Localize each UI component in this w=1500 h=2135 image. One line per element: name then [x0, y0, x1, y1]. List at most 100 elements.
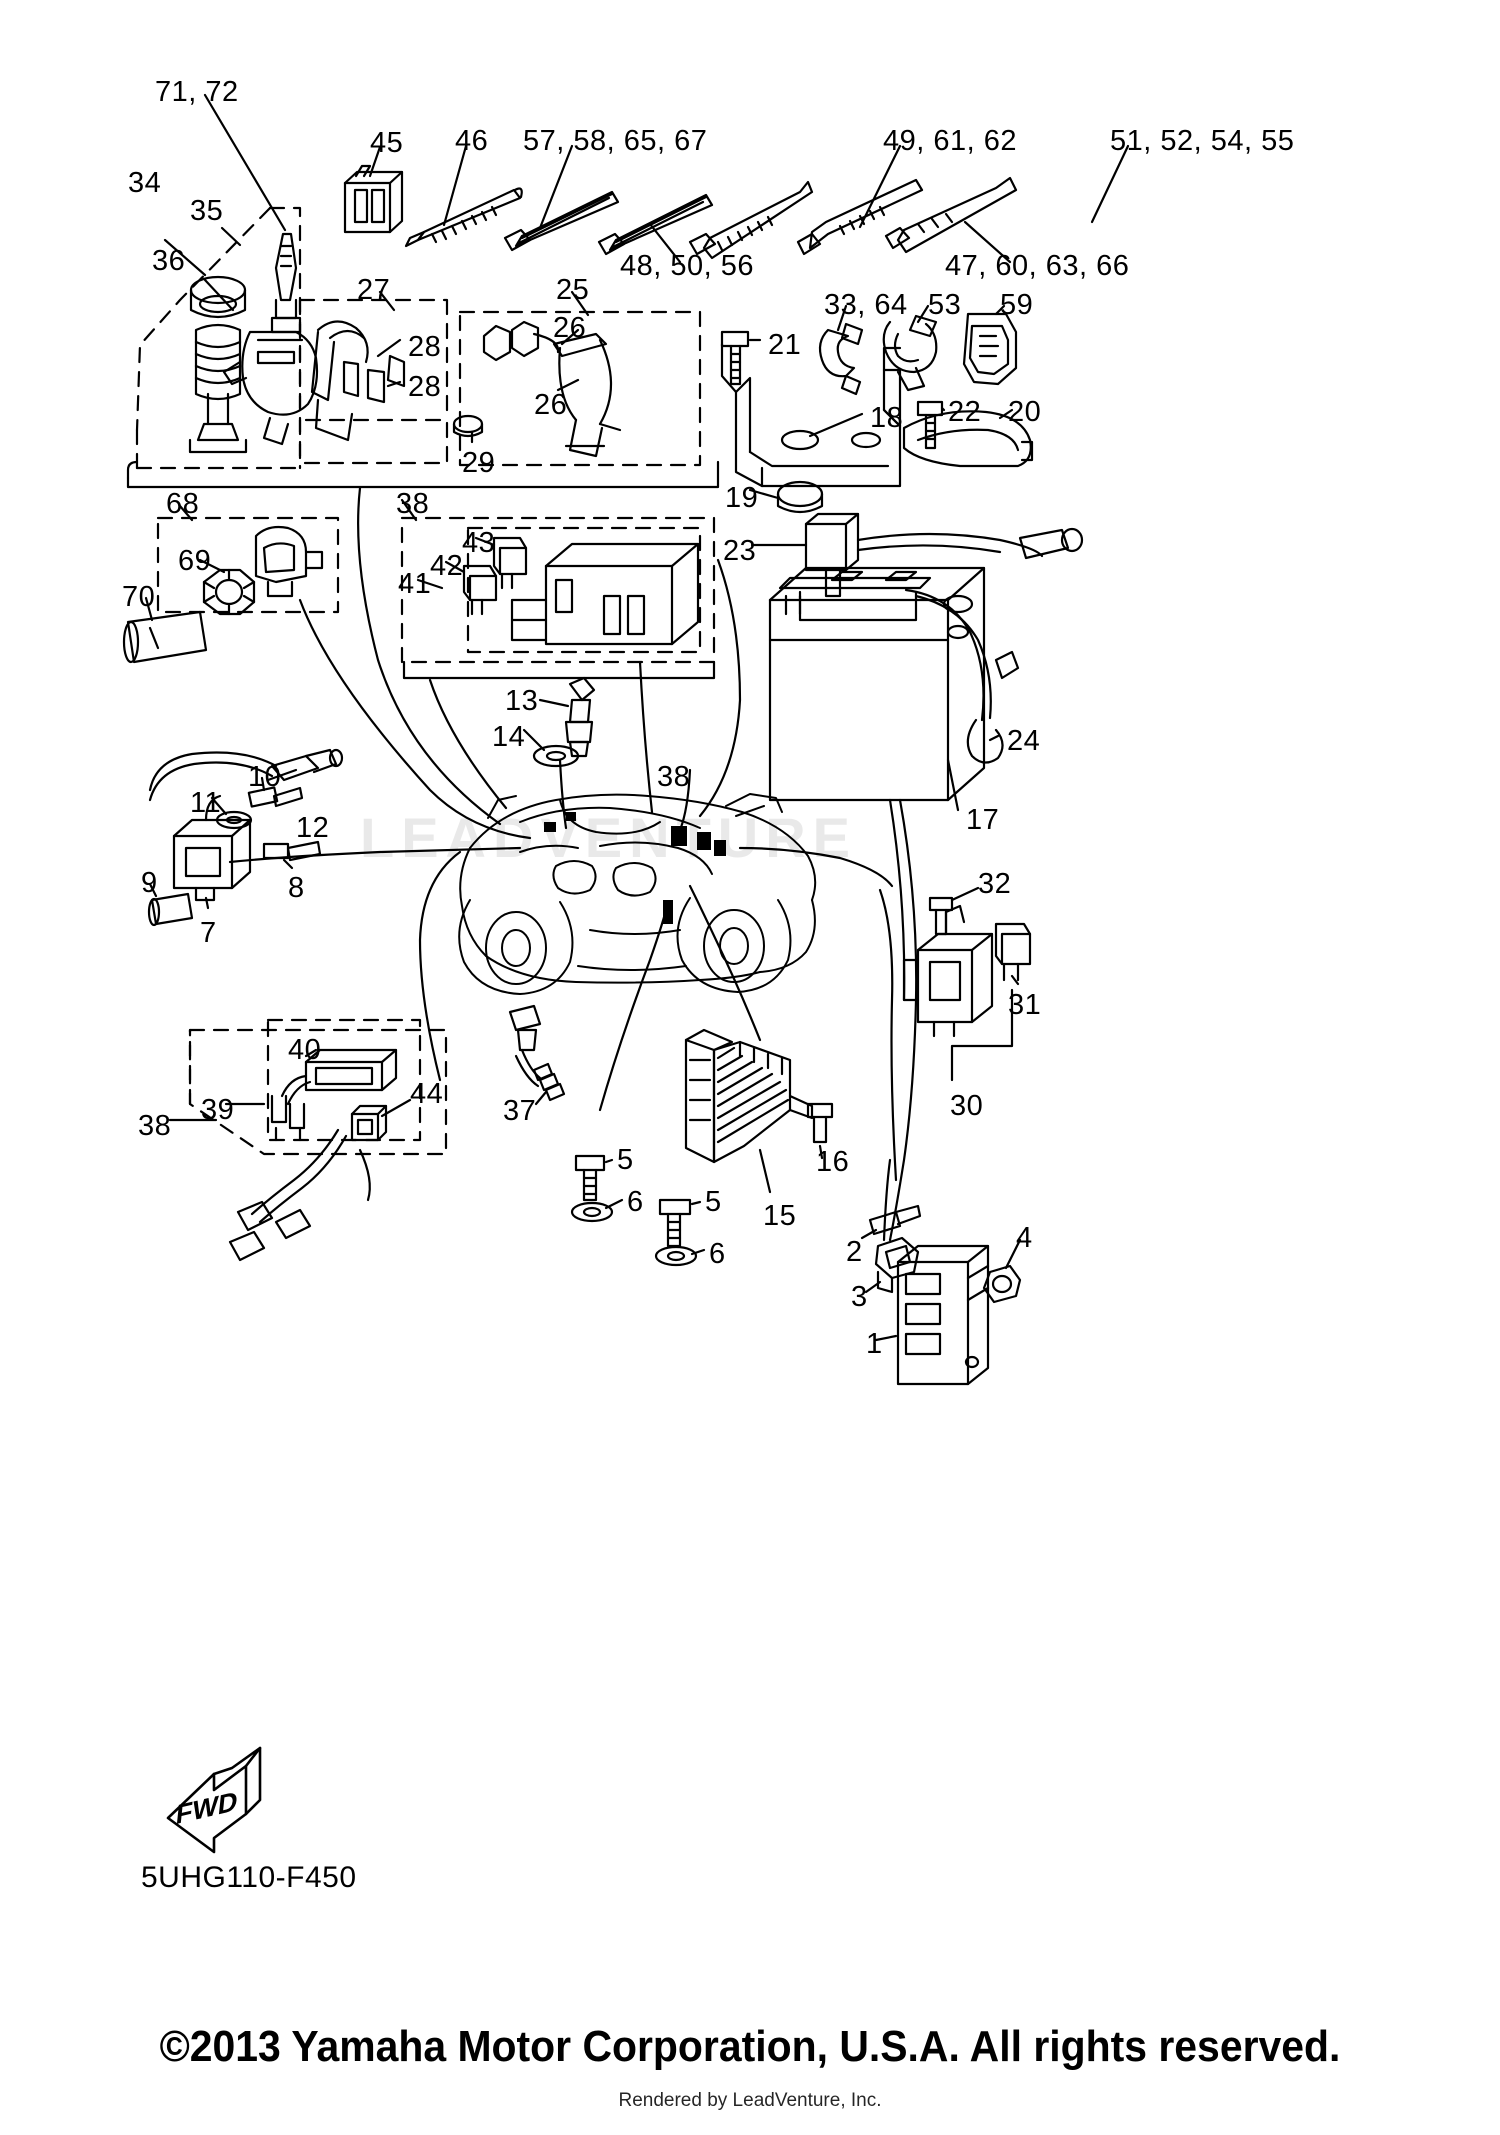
group-39-box-outer: [188, 1028, 448, 1156]
callout-51-52-54-55: 51, 52, 54, 55: [1110, 125, 1295, 157]
fwd-arrow: [166, 1746, 262, 1854]
callout-47-60-63-66: 47, 60, 63, 66: [945, 250, 1130, 282]
leader-45: [368, 145, 382, 178]
group-27-box: [298, 298, 449, 465]
part-43-fuse: [492, 536, 528, 590]
leader-to-vehicle-68: [298, 598, 532, 840]
leader-37-to-vehicle: [598, 900, 670, 1112]
part-3-bracket: [874, 1236, 920, 1294]
leader-57: [538, 144, 574, 230]
part-12-cable: [148, 748, 344, 802]
callout-1: 1: [866, 1328, 883, 1360]
leader-48: [648, 222, 682, 264]
part-13-sensor: [564, 676, 596, 758]
leader-44: [380, 1098, 412, 1118]
leader-32-to-vehicle: [738, 846, 894, 888]
callout-30: 30: [950, 1090, 984, 1122]
leader-69: [198, 558, 226, 574]
leader-33-64: [836, 304, 848, 332]
callout-26-b: 26: [534, 389, 568, 421]
callout-57-58-65-67: 57, 58, 65, 67: [523, 125, 708, 157]
part-59-band: [962, 312, 1018, 386]
leader-3: [864, 1280, 882, 1294]
callout-42: 42: [430, 550, 464, 582]
callout-48-50-56: 48, 50, 56: [620, 250, 754, 282]
part-37-pickup: [508, 1004, 566, 1102]
leader-6b: [690, 1248, 706, 1256]
callout-5-b: 5: [705, 1186, 722, 1218]
callout-28-a: 28: [408, 331, 442, 363]
callout-71-72: 71, 72: [155, 76, 239, 108]
part-38-fusebox: [510, 542, 700, 646]
part-5-bolt-a: [574, 1154, 606, 1202]
callout-23: 23: [723, 535, 757, 567]
part-7-solenoid: [172, 794, 252, 902]
leader-to-vehicle-38: [428, 678, 508, 810]
callout-36: 36: [152, 245, 186, 277]
callout-32: 32: [978, 868, 1012, 900]
leader-to-vehicle-34: [357, 486, 502, 826]
leader-42: [444, 560, 466, 574]
callout-34: 34: [128, 167, 162, 199]
part-18-bracket: [720, 342, 902, 488]
part-31-fuse: [994, 922, 1032, 982]
leader-15-to-vehicle: [688, 884, 762, 1042]
part-19-damper: [776, 480, 824, 514]
leader-to-vehicle-13: [558, 758, 568, 830]
callout-25: 25: [556, 274, 590, 306]
callout-6-a: 6: [627, 1186, 644, 1218]
part-23-lead: [804, 512, 1084, 598]
part-40-rectifier: [270, 1048, 398, 1142]
leader-5b: [690, 1200, 702, 1206]
callout-21: 21: [768, 329, 802, 361]
callout-12: 12: [296, 812, 330, 844]
leader-71-72: [203, 93, 287, 232]
leader-51: [1090, 144, 1130, 224]
leader-4: [1004, 1238, 1022, 1270]
callout-33-64: 33, 64: [824, 289, 908, 321]
callout-15: 15: [763, 1200, 797, 1232]
part-42-fuse: [462, 564, 498, 616]
wire-right: [888, 798, 918, 1242]
part-tie-51: [884, 176, 1018, 254]
callout-68: 68: [166, 488, 200, 520]
group-68-box: [156, 516, 340, 614]
callout-29: 29: [462, 447, 496, 479]
callout-38-a: 38: [396, 488, 430, 520]
callout-14: 14: [492, 721, 526, 753]
callout-35: 35: [190, 195, 224, 227]
render-credit: Rendered by LeadVenture, Inc.: [618, 2090, 882, 2111]
leader-12: [266, 768, 298, 782]
leader-5a: [604, 1158, 614, 1164]
callout-24: 24: [1007, 725, 1041, 757]
leader-11: [210, 796, 228, 816]
part-33-64-clamp: [818, 322, 864, 396]
group-39-box-inner: [266, 1018, 422, 1142]
callout-28-b: 28: [408, 371, 442, 403]
part-9-pin: [147, 892, 194, 927]
leader-to-vehicle-7: [228, 846, 522, 864]
leader-13: [538, 698, 570, 708]
callout-22: 22: [948, 396, 982, 428]
leader-30-bracket: [950, 988, 1014, 1082]
part-4-grommet: [982, 1264, 1022, 1304]
leader-18: [808, 412, 864, 438]
leader-battery-to-vehicle: [698, 558, 742, 818]
callout-31: 31: [1008, 989, 1042, 1021]
callout-40: 40: [288, 1034, 322, 1066]
leader-14: [522, 728, 546, 752]
wire-to-ecu: [882, 1158, 892, 1242]
part-39-harness: [228, 1128, 371, 1262]
part-switch-nut: [189, 275, 247, 319]
leader-1-to-vehicle: [878, 888, 898, 1182]
leader-28a: [376, 338, 402, 358]
callout-13: 13: [505, 685, 539, 717]
callout-8: 8: [288, 872, 305, 904]
part-15-cdi: [684, 1028, 814, 1164]
leader-10: [260, 776, 266, 792]
part-32-bolt: [928, 896, 954, 936]
callout-38-b: 38: [657, 761, 691, 793]
part-53-clip: [882, 314, 938, 392]
part-main-switch: [222, 330, 319, 446]
callout-3: 3: [851, 1281, 868, 1313]
